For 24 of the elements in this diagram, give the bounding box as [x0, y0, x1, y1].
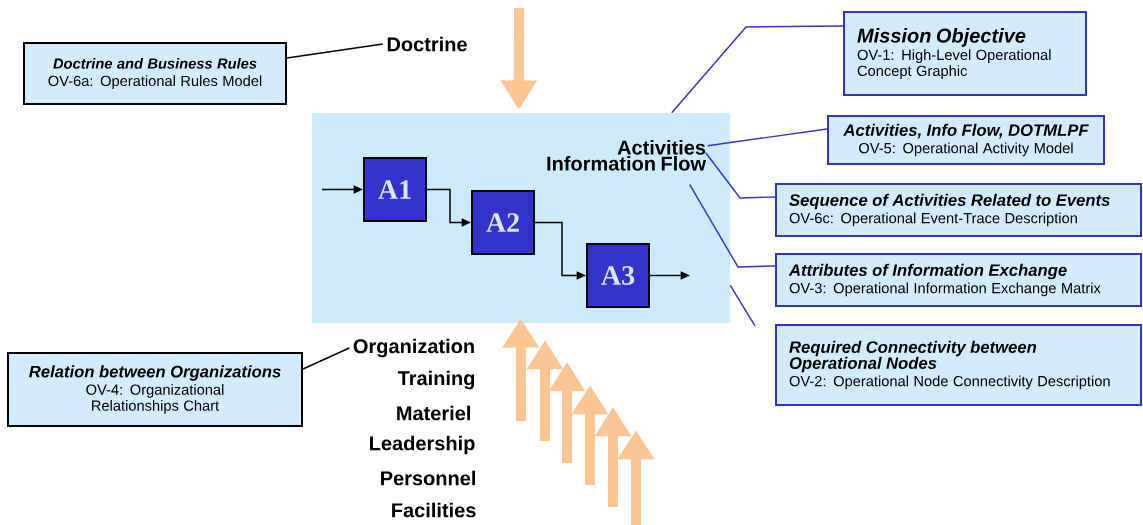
factor-label: Personnel — [381, 470, 475, 486]
factor-label: Leadership — [370, 435, 475, 455]
input-label: Organization — [353, 338, 474, 358]
leader-line — [729, 284, 756, 327]
view-box: Required Connectivity between Operational Nodes OV-2: Operational Node Connectivity Description — [775, 324, 1142, 406]
view-box: Mission Objective OV-1: High-Level Operational Concept Graphic — [843, 11, 1087, 96]
view-box: Activities, Info Flow, DOTMLPF OV-5: Operational Activity Model — [827, 115, 1105, 165]
view-box: Attributes of Information Exchange OV-3: Operational Information Exchange Matrix — [775, 253, 1142, 307]
leader-line — [671, 25, 844, 114]
activity-box: A1 — [363, 157, 427, 222]
leader-line — [689, 184, 776, 268]
activity-box: A2 — [471, 190, 535, 255]
input-label: Doctrine — [387, 36, 467, 52]
factor-label: Materiel — [397, 405, 470, 421]
activity-box: A3 — [586, 243, 650, 308]
view-box: Relation between Organizations OV-4: Organizational Relationships Chart — [7, 352, 303, 427]
factor-label: Facilities — [392, 502, 476, 518]
leader-line — [705, 152, 776, 199]
view-box: Sequence of Activities Related to Events OV-6c: Operational Event-Trace Description — [775, 183, 1142, 237]
leader-line — [286, 43, 384, 59]
factor-label: Training — [397, 370, 475, 390]
leader-line — [302, 347, 351, 370]
view-box: Doctrine and Business Rules OV-6a: Operational Rules Model — [23, 42, 287, 105]
leader-line — [707, 128, 828, 147]
